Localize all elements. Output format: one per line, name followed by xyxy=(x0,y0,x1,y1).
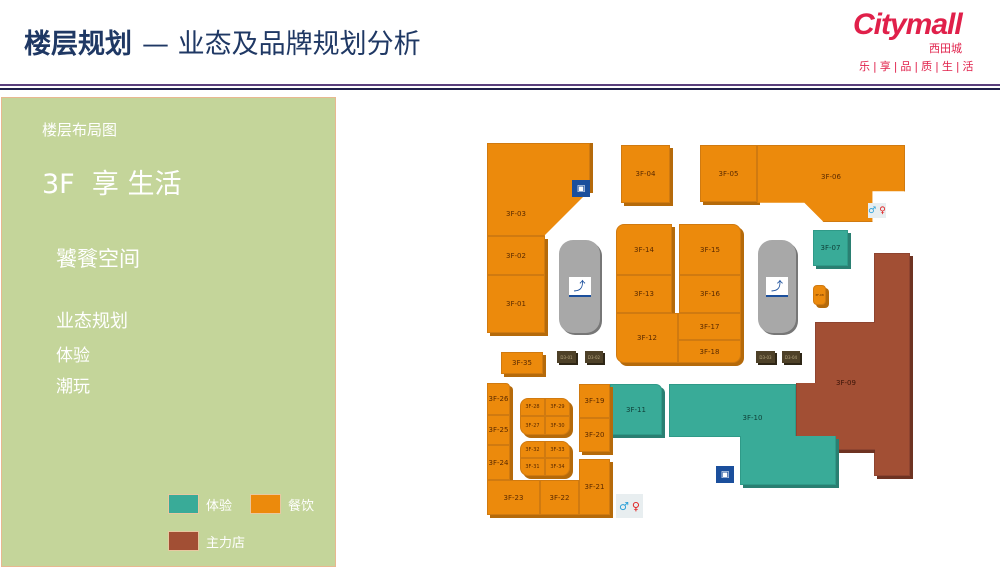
elevator-icon: ▣ xyxy=(716,466,734,483)
panel-caption: 楼层布局图 xyxy=(42,121,118,139)
elevator-icon: ▣ xyxy=(572,180,590,197)
escalator-icon: ⤴ xyxy=(568,276,591,297)
floor-title: 3F 享 生活 xyxy=(42,169,182,200)
unit-3f-19[interactable]: 3F-19 xyxy=(579,384,610,418)
restroom-icon: ♂♀ xyxy=(616,494,643,518)
unit-3f-03-corner xyxy=(544,192,588,236)
unit-3f-35[interactable]: 3F-35 xyxy=(501,352,543,374)
divider xyxy=(0,84,1000,86)
unit-3f-28[interactable]: 3F-28 xyxy=(520,398,545,416)
unit-d3-04[interactable]: D3-04 xyxy=(782,351,800,363)
category-item: 体验 xyxy=(56,346,90,366)
unit-3f-05[interactable]: 3F-05 xyxy=(700,145,757,202)
unit-3f-16[interactable]: 3F-16 xyxy=(679,275,741,313)
unit-3f-03-part[interactable]: 3F-03 xyxy=(487,192,545,236)
category-item: 潮玩 xyxy=(56,377,90,397)
legend-swatch-dining xyxy=(250,494,281,514)
unit-3f-10[interactable]: 3F-10 xyxy=(669,384,796,437)
unit-3f-34[interactable]: 3F-34 xyxy=(545,458,570,476)
escalator-icon: ⤴ xyxy=(766,276,788,297)
unit-3f-01[interactable]: 3F-01 xyxy=(487,275,545,333)
unit-3f-32[interactable]: 3F-32 xyxy=(520,441,545,458)
unit-3f-21[interactable]: 3F-21 xyxy=(579,459,610,515)
unit-3f-13[interactable]: 3F-13 xyxy=(616,275,672,313)
unit-3f-11[interactable]: 3F-11 xyxy=(610,384,662,435)
unit-3f-09[interactable] xyxy=(815,322,875,384)
unit-3f-18[interactable]: 3F-18 xyxy=(678,340,741,363)
unit-3f-14[interactable]: 3F-14 xyxy=(616,224,672,275)
legend-swatch-anchor xyxy=(168,531,199,551)
unit-d3-01[interactable]: D3-01 xyxy=(557,351,576,363)
unit-3f-10-part[interactable] xyxy=(740,436,836,485)
escalator-area: ⤴ xyxy=(758,240,796,333)
unit-3f-09-part[interactable] xyxy=(874,253,910,476)
unit-3f-31[interactable]: 3F-31 xyxy=(520,458,545,476)
unit-3f-30[interactable]: 3F-30 xyxy=(545,416,570,435)
zone-name: 饕餮空间 xyxy=(56,247,140,271)
unit-3f-26[interactable]: 3F-26 xyxy=(487,383,510,415)
unit-3f-20[interactable]: 3F-20 xyxy=(579,418,610,452)
unit-3f-15[interactable]: 3F-15 xyxy=(679,224,741,275)
page-title: 楼层规划— 业态及品牌规划分析 xyxy=(24,29,421,60)
unit-3f-07[interactable]: 3F-07 xyxy=(813,230,848,266)
unit-3f-03[interactable] xyxy=(487,143,590,193)
unit-3f-29[interactable]: 3F-29 xyxy=(545,398,570,416)
restroom-icon: ♂♀ xyxy=(868,203,886,218)
logo: Citymall 西田城 乐|享|品|质|生|活 xyxy=(853,8,977,73)
unit-3f-02[interactable]: 3F-02 xyxy=(487,236,545,275)
unit-3f-25[interactable]: 3F-25 xyxy=(487,415,510,445)
section-title: 业态规划 xyxy=(56,311,128,332)
unit-3f-08[interactable]: 3F-08 xyxy=(813,285,826,305)
unit-d3-02[interactable]: D3-02 xyxy=(585,351,603,363)
escalator-area: ⤴ xyxy=(559,240,600,333)
legend-swatch-experience xyxy=(168,494,199,514)
unit-3f-17[interactable]: 3F-17 xyxy=(678,313,741,340)
unit-3f-12[interactable]: 3F-12 xyxy=(616,313,678,363)
unit-3f-04[interactable]: 3F-04 xyxy=(621,145,670,203)
unit-3f-22[interactable]: 3F-22 xyxy=(540,480,579,515)
unit-3f-23[interactable]: 3F-23 xyxy=(487,480,540,515)
divider xyxy=(0,88,1000,90)
unit-3f-33[interactable]: 3F-33 xyxy=(545,441,570,458)
unit-3f-24[interactable]: 3F-24 xyxy=(487,445,510,480)
unit-3f-09-label: 3F-09 xyxy=(836,379,856,387)
unit-d3-03[interactable]: D3-03 xyxy=(756,351,775,363)
info-panel: 楼层布局图 3F 享 生活 饕餮空间 业态规划 体验 潮玩 体验 餐饮 主力店 xyxy=(1,97,336,567)
unit-3f-27[interactable]: 3F-27 xyxy=(520,416,545,435)
